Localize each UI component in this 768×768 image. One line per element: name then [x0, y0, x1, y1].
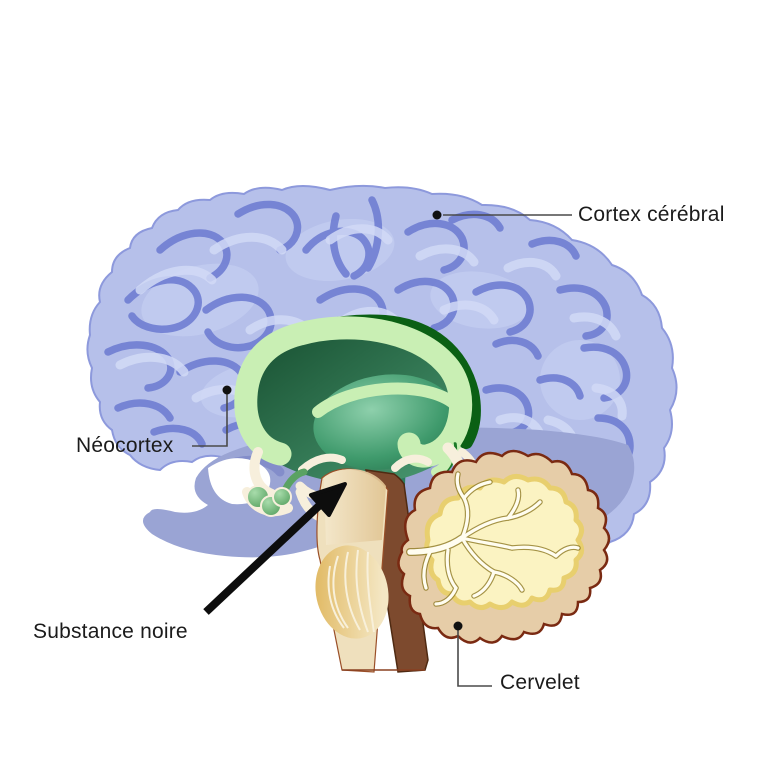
gyri-highlight-strokes: [115, 224, 627, 455]
cervelet-callout-dot: [453, 621, 463, 631]
infundibulum-stem: [281, 468, 308, 494]
label-cortex-cerebral: Cortex cérébral: [578, 203, 725, 226]
cortex-cerebral-callout-dot: [432, 210, 442, 220]
arbor-vitae: [406, 471, 581, 607]
neocortex-callout-dot: [222, 385, 232, 395]
pons-striations: [327, 549, 375, 633]
cervelet-callout-line: [457, 630, 492, 687]
label-cervelet: Cervelet: [500, 671, 580, 694]
label-substance-noire: Substance noire: [33, 620, 188, 643]
hypothalamus-bumps: [246, 468, 308, 517]
cerebellum-illustration: [397, 449, 611, 644]
callouts: [192, 210, 572, 687]
corpus-callosum-band: [234, 316, 473, 468]
neocortex-callout-line: [192, 392, 228, 447]
label-neocortex: Néocortex: [76, 434, 174, 457]
substance-noire-arrow: [203, 482, 347, 615]
